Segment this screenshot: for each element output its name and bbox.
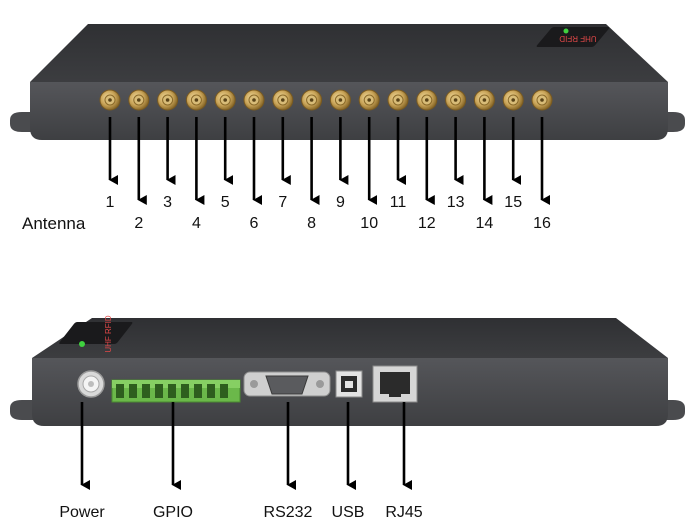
antenna-arrows xyxy=(108,117,550,205)
gpio-pin xyxy=(207,384,215,398)
gpio-pin xyxy=(116,384,124,398)
antenna-port-label-6: 6 xyxy=(250,215,259,232)
rj45-port-label: RJ45 xyxy=(385,504,422,521)
gpio-pin xyxy=(142,384,150,398)
rs232-db9-connector xyxy=(243,371,331,397)
antenna-port-label-2: 2 xyxy=(134,215,143,232)
brand-badge: UHF RFID xyxy=(536,27,610,47)
antenna-port-label-16: 16 xyxy=(533,215,551,232)
antenna-connector-10 xyxy=(358,89,380,111)
gpio-pin xyxy=(129,384,137,398)
usb-b-connector xyxy=(335,370,363,398)
antenna-port-label-12: 12 xyxy=(418,215,436,232)
antenna-connector-7 xyxy=(272,89,294,111)
antenna-connectors xyxy=(99,89,553,111)
antenna-port-label-9: 9 xyxy=(336,194,345,211)
antenna-connector-8 xyxy=(301,89,323,111)
antenna-port-label-10: 10 xyxy=(360,215,378,232)
antenna-connector-9 xyxy=(329,89,351,111)
brand-badge-text: UHF RFID xyxy=(559,34,597,43)
port-arrows xyxy=(80,402,412,490)
antenna-connector-13 xyxy=(445,89,467,111)
antenna-connector-12 xyxy=(416,89,438,111)
antenna-port-label-14: 14 xyxy=(476,215,494,232)
antenna-connector-14 xyxy=(473,89,495,111)
brand-badge: UHF RFID xyxy=(59,315,133,353)
device-front-panel xyxy=(30,82,668,140)
port-labels: Power GPIO RS232 USB RJ45 xyxy=(59,504,422,521)
antenna-connector-4 xyxy=(185,89,207,111)
gpio-pin xyxy=(181,384,189,398)
antenna-port-label-7: 7 xyxy=(278,194,287,211)
antenna-connector-15 xyxy=(502,89,524,111)
brand-badge-text: UHF RFID xyxy=(104,315,113,353)
antenna-port-label-11: 11 xyxy=(390,194,407,211)
device-top-surface xyxy=(30,24,668,82)
antenna-connector-1 xyxy=(99,89,121,111)
gpio-terminal-block xyxy=(111,379,241,403)
top-device: UHF RFID xyxy=(10,24,685,140)
antenna-port-label-8: 8 xyxy=(307,215,316,232)
antenna-connector-16 xyxy=(531,89,553,111)
bottom-device: UHF RFID xyxy=(10,315,685,426)
antenna-port-label-13: 13 xyxy=(447,194,465,211)
gpio-port-label: GPIO xyxy=(153,504,193,521)
gpio-pin xyxy=(155,384,163,398)
antenna-connector-11 xyxy=(387,89,409,111)
antenna-port-label-4: 4 xyxy=(192,215,201,232)
device-top-surface xyxy=(32,318,668,358)
antenna-port-label-15: 15 xyxy=(504,194,522,211)
gpio-pin xyxy=(220,384,228,398)
antenna-connector-3 xyxy=(157,89,179,111)
antenna-connector-5 xyxy=(214,89,236,111)
status-led xyxy=(563,28,569,34)
antenna-port-label-5: 5 xyxy=(221,194,230,211)
antenna-section-label: Antenna xyxy=(22,214,86,233)
antenna-connector-6 xyxy=(243,89,265,111)
usb-port-label: USB xyxy=(332,504,365,521)
power-connector xyxy=(77,370,105,398)
antenna-port-label-1: 1 xyxy=(106,194,115,211)
power-port-label: Power xyxy=(59,504,105,521)
rj45-connector xyxy=(372,365,418,403)
antenna-connector-2 xyxy=(128,89,150,111)
gpio-pin xyxy=(168,384,176,398)
gpio-pin xyxy=(194,384,202,398)
antenna-port-label-3: 3 xyxy=(163,194,172,211)
status-led xyxy=(79,341,85,347)
rs232-port-label: RS232 xyxy=(264,504,313,521)
